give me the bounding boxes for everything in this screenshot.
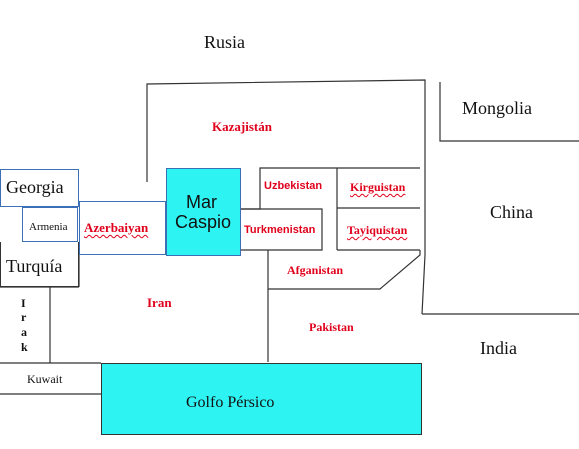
armenia-box bbox=[22, 207, 78, 242]
label-irak-a: a bbox=[21, 325, 27, 339]
label-georgia: Georgia bbox=[6, 177, 64, 197]
golfo-persico-area bbox=[101, 363, 422, 435]
mar-caspio-area bbox=[166, 168, 241, 256]
kazajistan-border bbox=[146, 79, 426, 255]
label-irak-r: r bbox=[21, 310, 27, 324]
label-india: India bbox=[480, 338, 517, 358]
label-mongolia: Mongolia bbox=[462, 98, 532, 118]
label-golfo-persico: Golfo Pérsico bbox=[186, 394, 275, 411]
label-afganistan: Afganistan bbox=[287, 263, 344, 277]
azerbaiyan-box bbox=[79, 201, 166, 255]
georgia-box bbox=[0, 169, 79, 207]
label-turkmenistan: Turkmenistan bbox=[244, 224, 316, 236]
label-iran: Iran bbox=[147, 295, 172, 310]
label-kazajistan: Kazajistán bbox=[212, 119, 272, 134]
label-mar-caspio-2: Caspio bbox=[175, 212, 232, 232]
label-tayiquistan: Tayiquistan bbox=[347, 223, 408, 237]
label-kuwait: Kuwait bbox=[27, 372, 63, 386]
label-turquia: Turquía bbox=[6, 256, 63, 276]
label-azerbaiyan: Azerbaiyan bbox=[84, 220, 149, 235]
label-kirguistan: Kirguistan bbox=[350, 180, 406, 194]
turkmenistan-border bbox=[241, 208, 323, 251]
label-pakistan: Pakistan bbox=[309, 320, 354, 334]
label-rusia: Rusia bbox=[204, 32, 246, 52]
china-west-border bbox=[421, 254, 426, 315]
afganistan-border bbox=[267, 250, 421, 290]
label-irak-i: I bbox=[21, 296, 26, 310]
turquia-box bbox=[0, 242, 79, 287]
mongolia-border bbox=[439, 82, 579, 142]
label-uzbekistan: Uzbekistan bbox=[264, 180, 323, 192]
label-china: China bbox=[490, 202, 533, 222]
label-mar-caspio-1: Mar bbox=[186, 192, 217, 212]
label-armenia: Armenia bbox=[29, 221, 68, 233]
label-irak-k: k bbox=[21, 340, 28, 354]
